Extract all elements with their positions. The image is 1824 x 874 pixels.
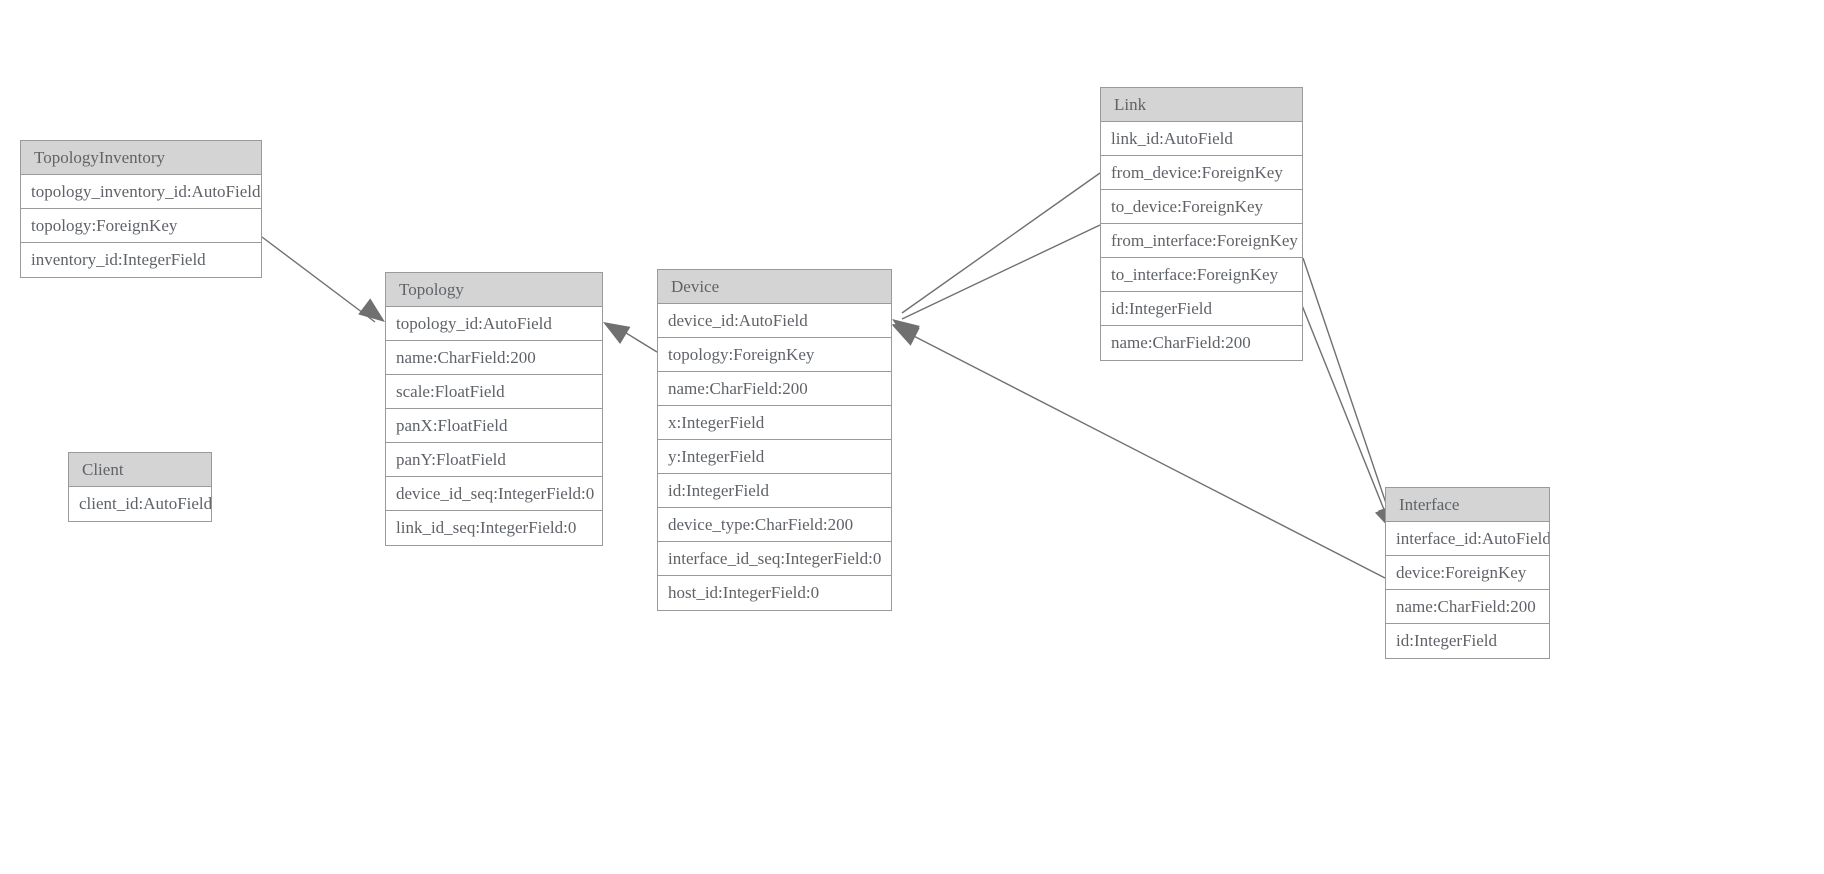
entity-field[interactable]: host_id:IntegerField:0 bbox=[658, 576, 891, 610]
entity-field[interactable]: id:IntegerField bbox=[1101, 292, 1302, 326]
entity-field[interactable]: scale:FloatField bbox=[386, 375, 602, 409]
relationship-link-fromdevice-device bbox=[892, 172, 1101, 343]
relationship-line bbox=[901, 224, 1101, 320]
entity-field[interactable]: topology_id:AutoField bbox=[386, 307, 602, 341]
relationship-line bbox=[1296, 292, 1390, 523]
entity-title-topology: Topology bbox=[386, 273, 602, 307]
entity-field[interactable]: topology:ForeignKey bbox=[658, 338, 891, 372]
relationship-device-topology bbox=[603, 322, 658, 353]
entity-field[interactable]: y:IntegerField bbox=[658, 440, 891, 474]
entity-field[interactable]: id:IntegerField bbox=[1386, 624, 1549, 658]
entity-field[interactable]: name:CharField:200 bbox=[386, 341, 602, 375]
entity-field[interactable]: panX:FloatField bbox=[386, 409, 602, 443]
relationship-line bbox=[612, 324, 658, 353]
entity-field[interactable]: link_id_seq:IntegerField:0 bbox=[386, 511, 602, 545]
entity-field[interactable]: id:IntegerField bbox=[658, 474, 891, 508]
entity-field[interactable]: x:IntegerField bbox=[658, 406, 891, 440]
entity-field[interactable]: panY:FloatField bbox=[386, 443, 602, 477]
relationship-arrowhead bbox=[892, 325, 920, 346]
entity-field[interactable]: device_id:AutoField bbox=[658, 304, 891, 338]
entity-title-link: Link bbox=[1101, 88, 1302, 122]
entity-field[interactable]: device_id_seq:IntegerField:0 bbox=[386, 477, 602, 511]
entity-title-topology_inventory: TopologyInventory bbox=[21, 141, 261, 175]
relationship-line bbox=[901, 329, 1386, 579]
entity-title-device: Device bbox=[658, 270, 891, 304]
entity-title-interface: Interface bbox=[1386, 488, 1549, 522]
entity-field[interactable]: device:ForeignKey bbox=[1386, 556, 1549, 590]
entity-field[interactable]: to_interface:ForeignKey bbox=[1101, 258, 1302, 292]
entity-field[interactable]: name:CharField:200 bbox=[1386, 590, 1549, 624]
entity-field[interactable]: client_id:AutoField bbox=[69, 487, 211, 521]
entity-field[interactable]: interface_id_seq:IntegerField:0 bbox=[658, 542, 891, 576]
entity-field[interactable]: interface_id:AutoField bbox=[1386, 522, 1549, 556]
relationship-line bbox=[261, 236, 376, 323]
relationship-line bbox=[901, 172, 1101, 314]
relationship-line bbox=[1302, 257, 1393, 522]
entity-field[interactable]: from_interface:ForeignKey bbox=[1101, 224, 1302, 258]
entity-field[interactable]: name:CharField:200 bbox=[1101, 326, 1302, 360]
entity-field[interactable]: to_device:ForeignKey bbox=[1101, 190, 1302, 224]
entity-field[interactable]: inventory_id:IntegerField bbox=[21, 243, 261, 277]
entity-field[interactable]: device_type:CharField:200 bbox=[658, 508, 891, 542]
relationship-link-todevice-device bbox=[892, 224, 1101, 345]
entity-field[interactable]: topology:ForeignKey bbox=[21, 209, 261, 243]
relationship-topologyinventory-topology bbox=[261, 236, 385, 323]
entity-field[interactable]: topology_inventory_id:AutoField bbox=[21, 175, 261, 209]
relationship-arrowhead bbox=[892, 324, 920, 345]
entity-title-client: Client bbox=[69, 453, 211, 487]
entity-field[interactable]: name:CharField:200 bbox=[658, 372, 891, 406]
entity-field[interactable]: link_id:AutoField bbox=[1101, 122, 1302, 156]
entity-field[interactable]: from_device:ForeignKey bbox=[1101, 156, 1302, 190]
